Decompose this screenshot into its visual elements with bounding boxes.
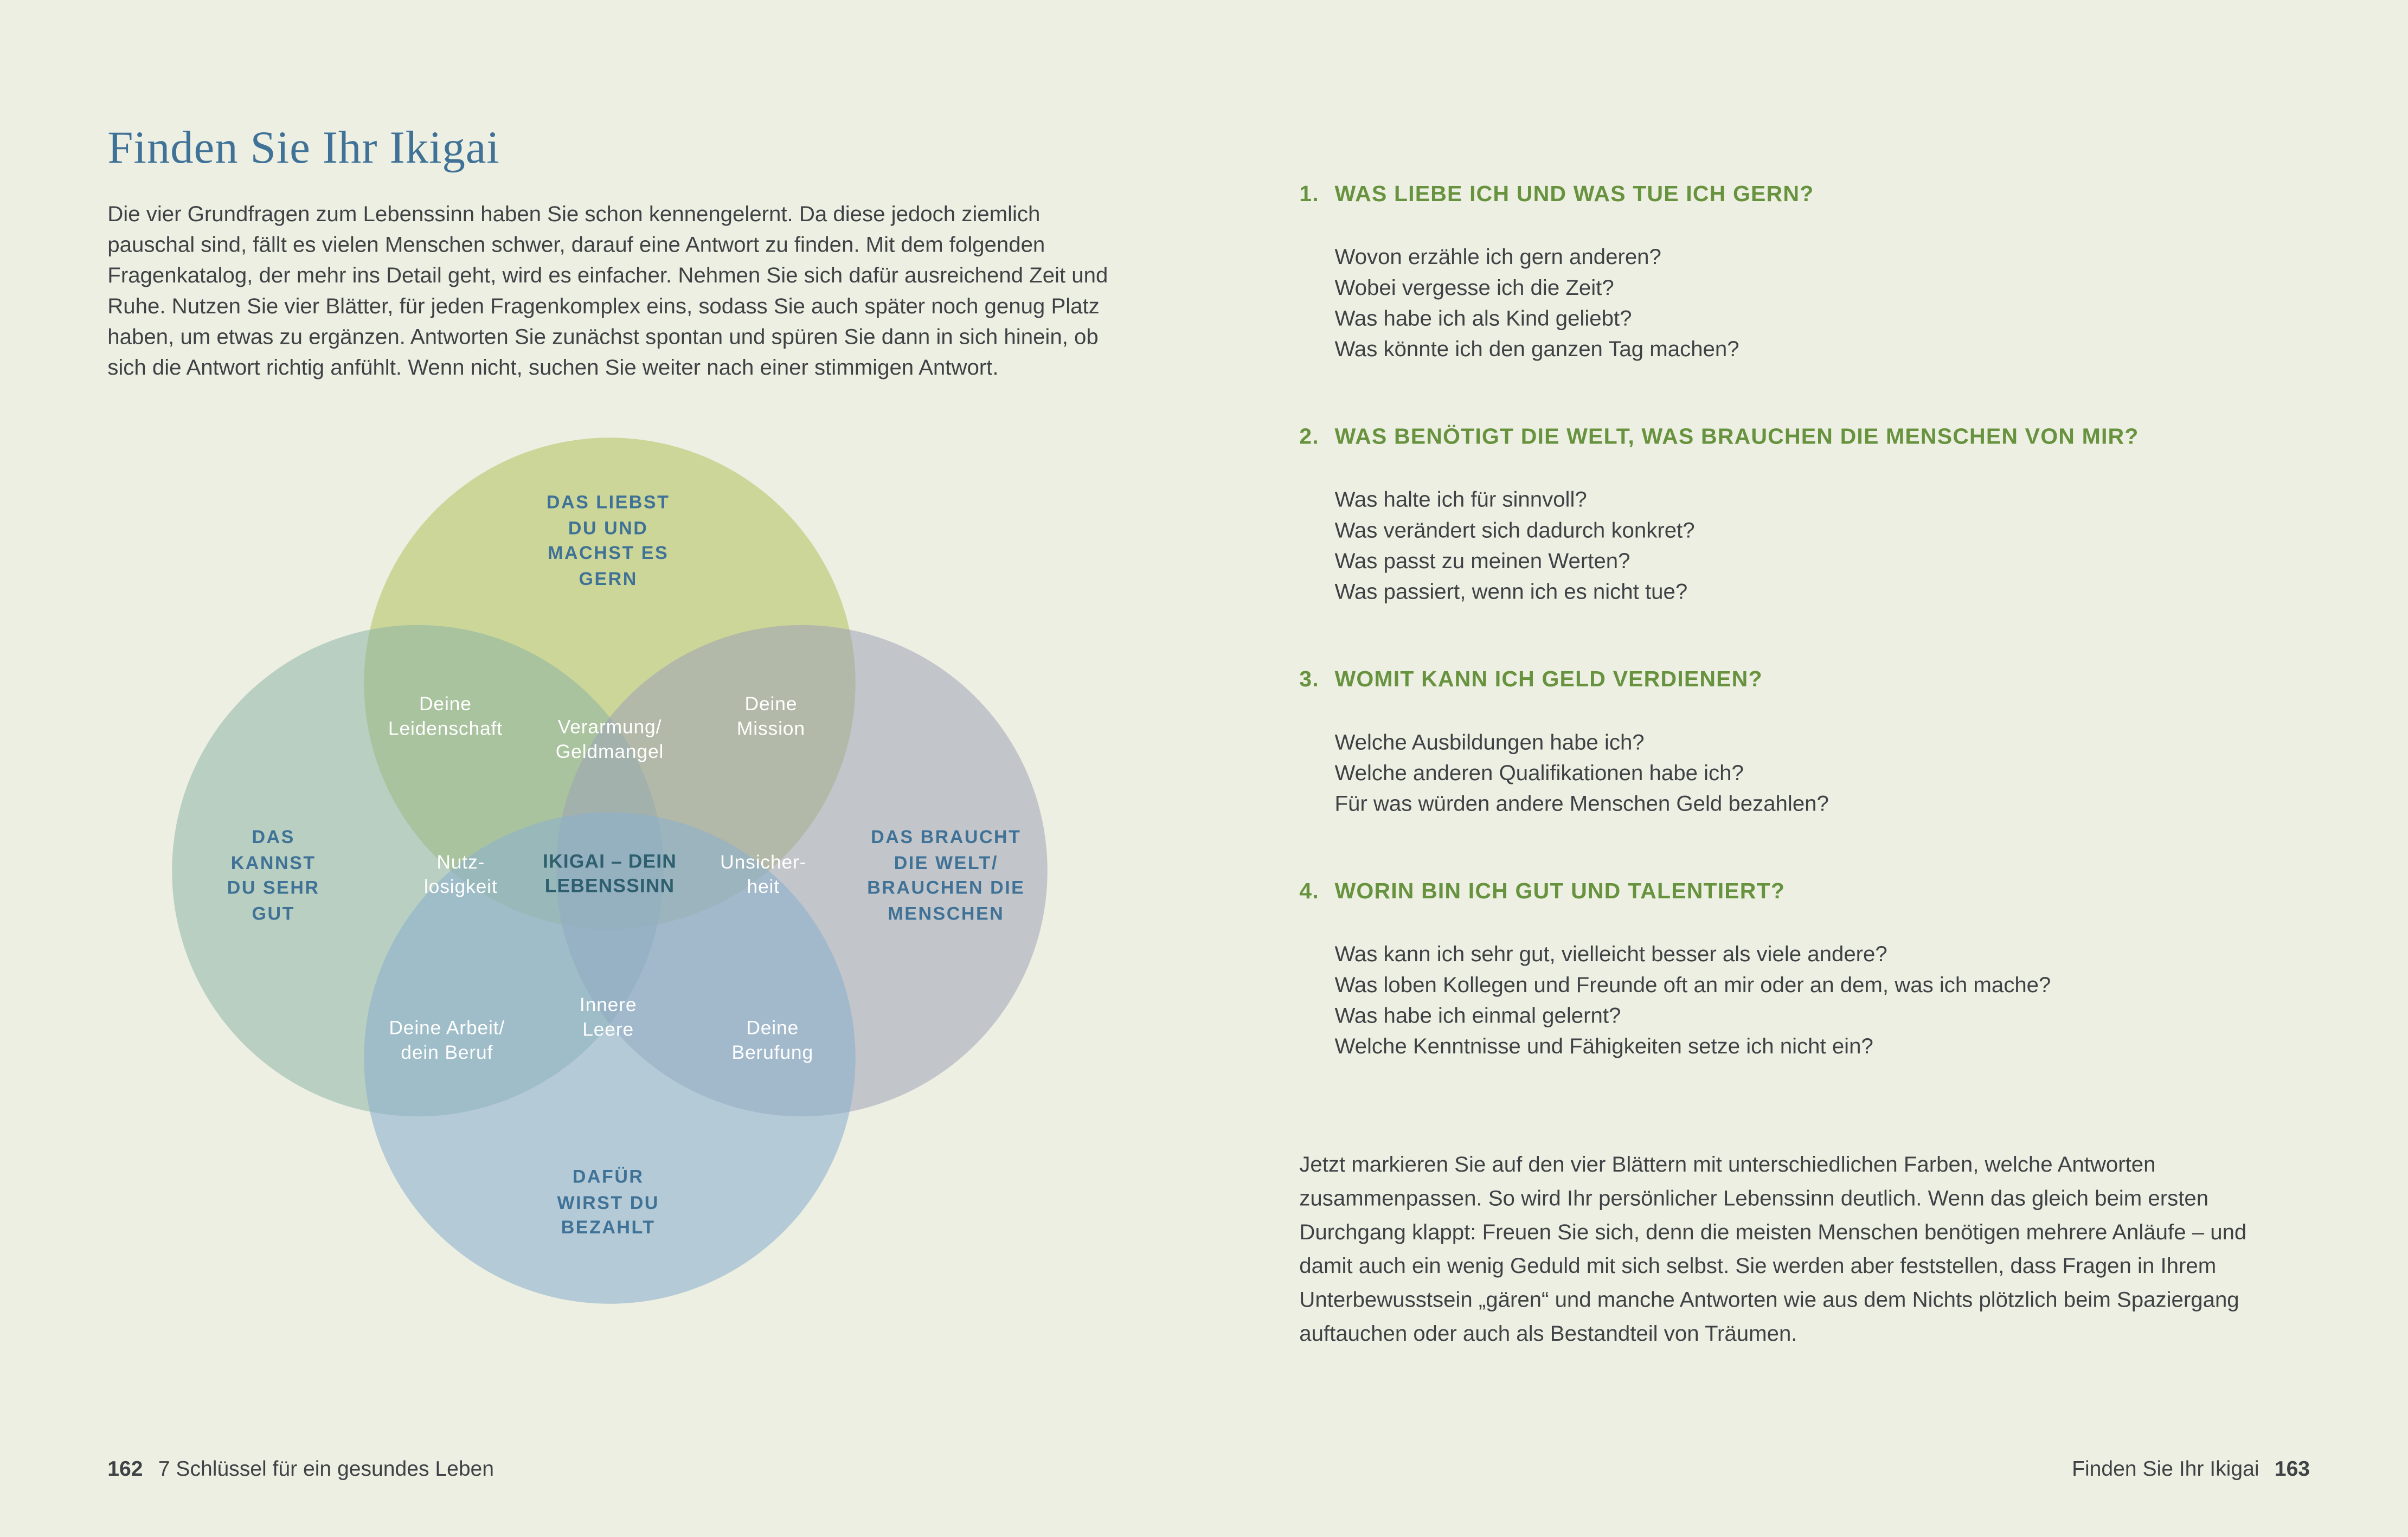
question-item: Was passt zu meinen Werten? xyxy=(1334,550,1630,575)
closing-paragraph: Jetzt markieren Sie auf den vier Blätter… xyxy=(1299,1153,2247,1346)
question-item: Was verändert sich dadurch konkret? xyxy=(1334,519,1695,544)
section-number: 1. xyxy=(1299,183,1319,208)
question-item: Was habe ich einmal gelernt? xyxy=(1334,1004,1621,1029)
question-section-3: 3. WOMIT KANN ICH GELD VERDIENEN? Welche … xyxy=(1299,666,2313,820)
section-number: 3. xyxy=(1299,668,1319,693)
book-title: 7 Schlüssel für ein gesundes Leben xyxy=(158,1457,495,1481)
question-item: Wobei vergesse ich die Zeit? xyxy=(1334,276,1614,301)
section-heading-4: 4. WORIN BIN ICH GUT UND TALENTIERT? xyxy=(1299,878,2313,906)
question-section-2: 2. WAS BENÖTIGT DIE WELT, WAS BRAUCHEN DI… xyxy=(1299,424,2313,608)
section-title: WOMIT KANN ICH GELD VERDIENEN? xyxy=(1334,668,1763,693)
footer-left: 162 7 Schlüssel für ein gesundes Leben xyxy=(107,1457,494,1480)
question-item: Was könnte ich den ganzen Tag machen? xyxy=(1334,338,1739,363)
question-item: Wovon erzähle ich gern anderen? xyxy=(1334,246,1661,271)
region-ikigai-center: IKIGAI – DEIN LEBENSSINN xyxy=(543,851,677,897)
intro-paragraph: Die vier Grundfragen zum Lebenssinn habe… xyxy=(107,203,1108,381)
section-title: WORIN BIN ICH GUT UND TALENTIERT? xyxy=(1334,880,1786,905)
region-passion: Deine Leidenschaft xyxy=(388,693,503,739)
region-poverty: Verarmung/ Geldmangel xyxy=(555,716,664,762)
question-item: Welche Kenntnisse und Fähigkeiten setze … xyxy=(1334,1035,1873,1060)
circle-what-you-are-paid-for xyxy=(364,812,856,1304)
region-uselessness: Nutz- losigkeit xyxy=(423,851,498,897)
section-number: 4. xyxy=(1299,880,1319,905)
question-section-1: 1. WAS LIEBE ICH UND WAS TUE ICH GERN? Wo… xyxy=(1299,181,2313,365)
section-title: WAS BENÖTIGT DIE WELT, WAS BRAUCHEN DIE … xyxy=(1334,425,2139,450)
ikigai-venn-diagram: DAS LIEBST DU UND MACHST ES GERN DAS KAN… xyxy=(153,430,1075,1321)
page-number-right: 163 xyxy=(2274,1457,2310,1481)
footer-right: Finden Sie Ihr Ikigai 163 xyxy=(2072,1457,2310,1480)
page-title: Finden Sie Ihr Ikigai xyxy=(107,123,500,174)
region-inner-emptiness: Innere Leere xyxy=(579,994,637,1040)
section-heading-2: 2. WAS BENÖTIGT DIE WELT, WAS BRAUCHEN DI… xyxy=(1299,424,2313,452)
label-what-you-are-paid-for: DAFÜR WIRST DU BEZAHLT xyxy=(557,1166,659,1238)
question-item: Was habe ich als Kind geliebt? xyxy=(1334,307,1632,332)
label-what-the-world-needs: DAS BRAUCHT DIE WELT/ BRAUCHEN DIE MENSC… xyxy=(867,826,1025,924)
right-page-column: 1. WAS LIEBE ICH UND WAS TUE ICH GERN? Wo… xyxy=(1299,0,2313,1352)
section-number: 2. xyxy=(1299,425,1319,450)
question-item: Welche anderen Qualifikationen habe ich? xyxy=(1334,761,1744,787)
question-section-4: 4. WORIN BIN ICH GUT UND TALENTIERT? Was … xyxy=(1299,878,2313,1063)
question-item: Was halte ich für sinnvoll? xyxy=(1334,488,1587,513)
region-profession: Deine Arbeit/ dein Beruf xyxy=(389,1017,505,1063)
section-heading-3: 3. WOMIT KANN ICH GELD VERDIENEN? xyxy=(1299,666,2313,694)
question-item: Was kann ich sehr gut, vielleicht besser… xyxy=(1334,943,1887,968)
region-mission: Deine Mission xyxy=(736,693,805,739)
label-what-you-love: DAS LIEBST DU UND MACHST ES GERN xyxy=(546,491,670,589)
question-item: Für was würden andere Menschen Geld beza… xyxy=(1334,792,1829,817)
question-item: Welche Ausbildungen habe ich? xyxy=(1334,731,1645,756)
region-uncertainty: Unsicher- heit xyxy=(720,851,807,897)
label-what-you-are-good-at: DAS KANNST DU SEHR GUT xyxy=(227,826,320,924)
question-item: Was loben Kollegen und Freunde oft an mi… xyxy=(1334,973,2051,999)
chapter-title: Finden Sie Ihr Ikigai xyxy=(2072,1457,2259,1481)
region-vocation: Deine Berufung xyxy=(731,1017,814,1063)
page-number-left: 162 xyxy=(107,1457,143,1481)
section-heading-1: 1. WAS LIEBE ICH UND WAS TUE ICH GERN? xyxy=(1299,181,2313,209)
question-item: Was passiert, wenn ich es nicht tue? xyxy=(1334,580,1688,606)
section-title: WAS LIEBE ICH UND WAS TUE ICH GERN? xyxy=(1334,183,1814,208)
